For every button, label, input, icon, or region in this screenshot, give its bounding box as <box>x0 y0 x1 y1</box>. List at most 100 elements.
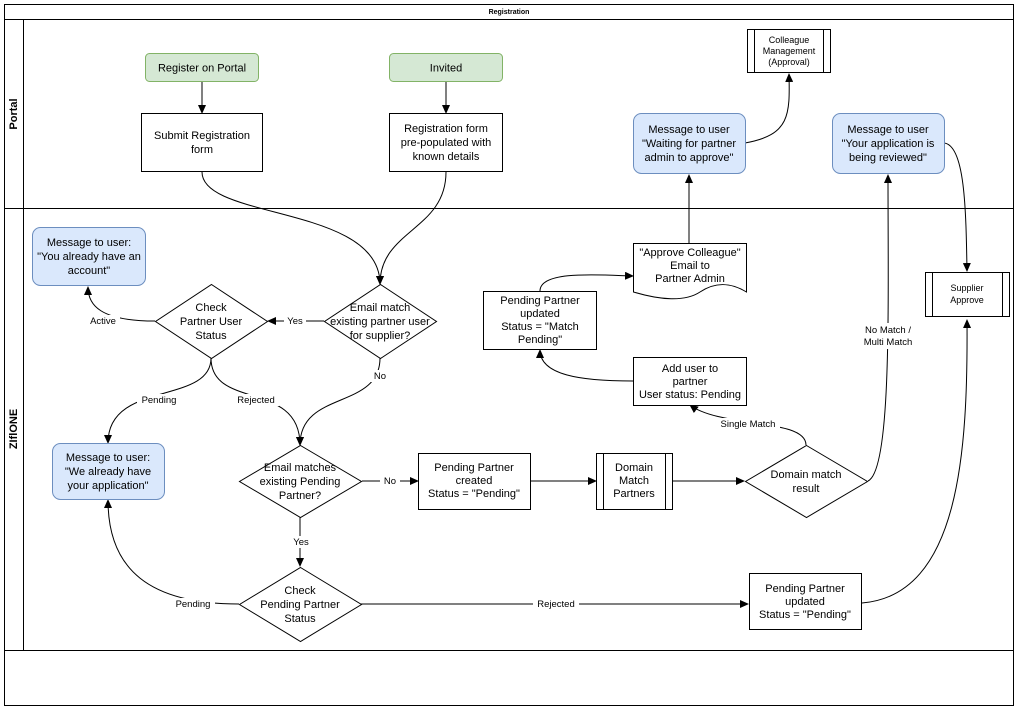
node-add-user-to-partner: Add user to partner User status: Pending <box>633 357 747 406</box>
edge-result-reviewed <box>867 174 893 482</box>
node-pp-created: Pending Partner created Status = "Pendin… <box>418 453 531 510</box>
edge-label-single-match: Single Match <box>721 419 776 430</box>
node-email-matches-pending: Email matches existing Pending Partner? <box>238 444 363 519</box>
pool-title: Registration <box>489 9 530 16</box>
node-label: Status <box>284 613 316 625</box>
node-label: Invited <box>430 63 462 75</box>
node-label: Pending Partner <box>765 583 845 595</box>
node-label: "We already have <box>65 466 151 478</box>
node-label: Check <box>284 585 316 597</box>
node-label: Domain <box>615 462 653 474</box>
node-label: Email match <box>350 302 411 314</box>
pool: Registration Portal ZIflONE <box>4 4 1014 706</box>
node-msg-waiting-approval: Message to user "Waiting for partner adm… <box>633 113 746 174</box>
edge-waiting-colleague <box>744 73 794 144</box>
node-domain-match-result: Domain match result <box>744 444 869 519</box>
node-pp-updated-pending: Pending Partner updated Status = "Pendin… <box>749 573 862 630</box>
edge-adduser-ppmatch <box>536 349 634 382</box>
node-label: being reviewed" <box>849 152 927 164</box>
node-label: Email matches <box>264 462 337 474</box>
edge-submit-emailmatch <box>201 171 384 285</box>
node-label: created <box>456 475 493 487</box>
node-label: Match <box>619 475 649 487</box>
edge-prepop-emailmatch <box>376 171 447 285</box>
node-msg-already-account: Message to user: "You already have an ac… <box>32 227 146 286</box>
edge-label-yes: Yes <box>287 316 303 327</box>
node-label: Submit Registration <box>154 130 250 142</box>
edge-label-pending-check: Pending <box>176 599 211 610</box>
node-label: Message to user <box>648 124 730 136</box>
node-label: (Approval) <box>768 57 810 67</box>
edge-label-no: No <box>374 371 386 382</box>
node-label: admin to approve" <box>645 152 734 164</box>
node-label: Status = "Match <box>501 321 579 333</box>
node-check-pending-partner-status: Check Pending Partner Status <box>238 566 363 643</box>
node-label: existing Pending <box>260 476 341 488</box>
node-label: Supplier <box>950 283 983 293</box>
node-label: result <box>793 483 820 495</box>
node-label: Partner User <box>180 316 243 328</box>
node-label: Add user to <box>662 363 718 375</box>
edge-checkuser-account <box>84 286 156 322</box>
edge-label-active: Active <box>90 316 116 327</box>
node-label: Approve <box>950 295 984 305</box>
lane-zone-label: ZIflONE <box>8 409 20 449</box>
node-label: Management <box>763 46 816 56</box>
node-register-on-portal: Register on Portal <box>145 53 259 82</box>
node-label: form <box>191 144 213 156</box>
node-label: updated <box>520 308 560 320</box>
node-label: User status: Pending <box>639 389 741 401</box>
edge-label-no-match: No Match / <box>865 325 911 336</box>
node-label: Email to <box>670 260 710 272</box>
node-label: "Waiting for partner <box>642 138 736 150</box>
node-label: Message to user: <box>66 452 150 464</box>
node-colleague-management: Colleague Management (Approval) <box>747 29 831 73</box>
node-domain-match-partners: Domain Match Partners <box>596 453 673 510</box>
node-label: "Your application is <box>842 138 935 150</box>
node-label: Pending Partner <box>500 295 580 307</box>
node-label: Check <box>195 302 227 314</box>
node-label: "You already have an <box>37 251 141 263</box>
node-label: for supplier? <box>350 330 411 342</box>
node-check-partner-user-status: Check Partner User Status <box>154 283 269 360</box>
edge-label-no-pending: No <box>384 476 396 487</box>
edge-label-yes-pending: Yes <box>293 537 309 548</box>
edge-label-rejected: Rejected <box>237 395 275 406</box>
node-pp-match-pending: Pending Partner updated Status = "Match … <box>483 291 597 350</box>
node-label: existing partner user <box>330 316 430 328</box>
connectors <box>84 73 972 608</box>
node-label: Pending" <box>518 334 562 346</box>
lane-portal-label: Portal <box>8 98 20 129</box>
node-msg-being-reviewed: Message to user "Your application is bei… <box>832 113 945 174</box>
node-label: Status = "Pending" <box>759 609 851 621</box>
edge-labels: Active Yes No Pending Rejected No Yes Si… <box>86 315 919 610</box>
node-label: Status <box>195 330 227 342</box>
node-label: updated <box>785 596 825 608</box>
node-msg-already-application: Message to user: "We already have your a… <box>52 443 165 500</box>
node-label: Partners <box>613 488 655 500</box>
node-label: Pending Partner <box>434 462 514 474</box>
node-email-match-user: Email match existing partner user for su… <box>323 283 438 360</box>
node-label: Register on Portal <box>158 63 246 75</box>
node-label: Domain match <box>771 469 842 481</box>
node-label: Pending Partner <box>260 599 340 611</box>
node-label: Message to user <box>847 124 929 136</box>
node-label: pre-populated with <box>401 137 492 149</box>
node-label: Registration form <box>404 123 488 135</box>
node-label: Colleague <box>769 35 810 45</box>
node-invited: Invited <box>389 53 503 82</box>
node-label: Status = "Pending" <box>428 488 520 500</box>
edge-ppupdated-supplier <box>861 319 972 604</box>
node-prepopulated-form: Registration form pre-populated with kno… <box>389 113 503 172</box>
node-label: Partner Admin <box>655 273 725 285</box>
node-submit-registration-form: Submit Registration form <box>141 113 263 172</box>
node-label: Partner? <box>279 490 321 502</box>
edge-label-pending: Pending <box>142 395 177 406</box>
node-supplier-approve: Supplier Approve <box>925 272 1010 317</box>
edge-reviewed-supplier <box>943 142 971 272</box>
node-label: your application" <box>68 480 149 492</box>
node-label: "Approve Colleague" <box>639 247 740 259</box>
node-label: known details <box>413 151 480 163</box>
node-approve-colleague-email: "Approve Colleague" Email to Partner Adm… <box>633 243 747 300</box>
